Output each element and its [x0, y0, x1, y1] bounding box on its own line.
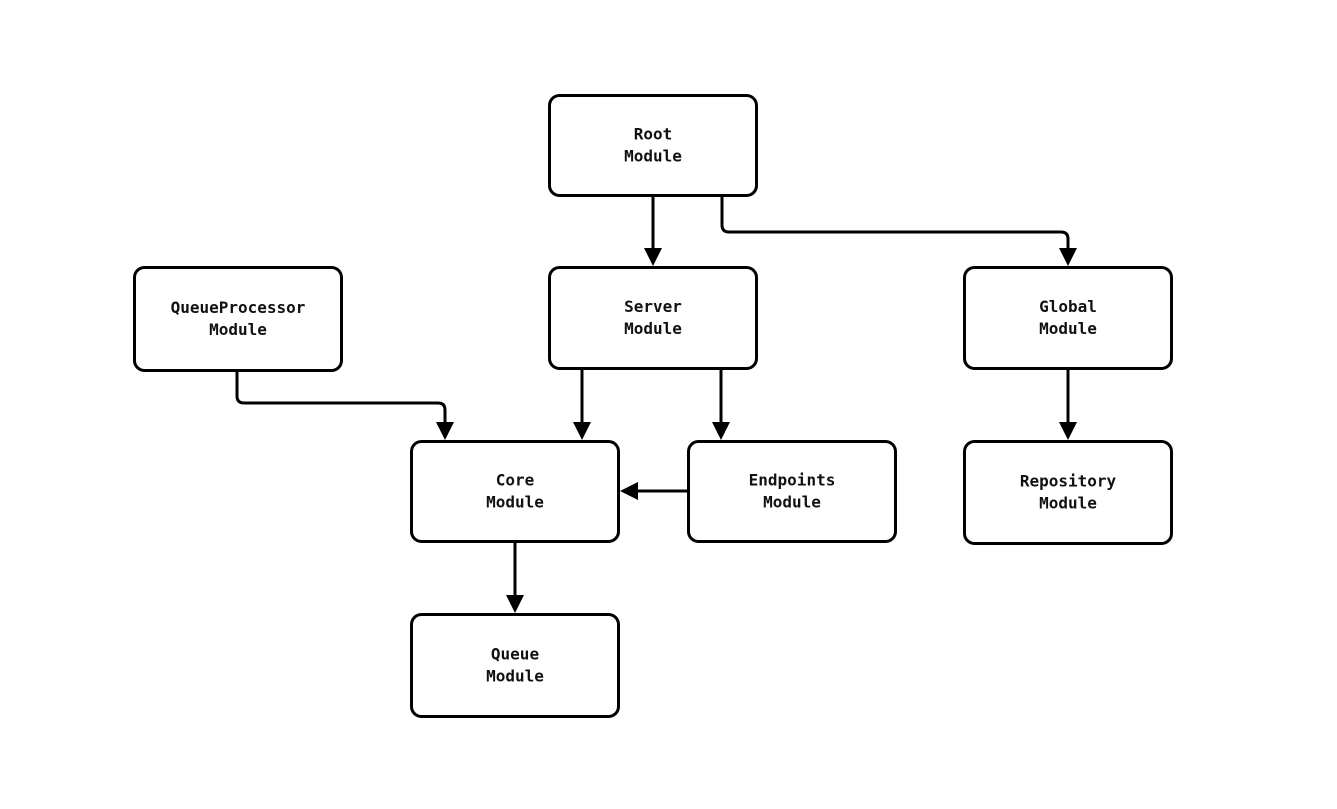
edges-layer — [235, 197, 1077, 613]
node-box[interactable] — [963, 266, 1173, 370]
edge-global-to-repository — [1059, 370, 1077, 440]
node-box[interactable] — [963, 440, 1173, 545]
edge-queueprocessor-to-core — [235, 372, 454, 440]
node-box[interactable] — [410, 613, 620, 718]
node-label-line2: Module — [624, 319, 682, 338]
node-label-line1: Global — [1039, 297, 1097, 316]
node-label-line2: Module — [486, 492, 544, 511]
edge-endpoints-to-core — [620, 482, 687, 500]
node-label-line1: QueueProcessor — [171, 298, 306, 317]
node-label-line1: Server — [624, 297, 682, 316]
node-box[interactable] — [687, 440, 897, 543]
edge-core-to-queue — [506, 543, 524, 613]
arrowhead-icon — [436, 422, 454, 440]
node-box[interactable] — [133, 266, 343, 372]
edge-root-to-global — [720, 197, 1077, 266]
node-label-line2: Module — [763, 492, 821, 511]
node-label-line2: Module — [624, 146, 682, 165]
node-label-line1: Core — [496, 470, 535, 489]
edge-line — [720, 197, 1070, 252]
arrowhead-icon — [1059, 248, 1077, 266]
node-label-line2: Module — [1039, 319, 1097, 338]
node-box[interactable] — [548, 94, 758, 197]
node-label-line1: Queue — [491, 644, 539, 663]
node-label-line2: Module — [209, 320, 267, 339]
edge-server-to-endpoints — [712, 370, 730, 440]
arrowhead-icon — [573, 422, 591, 440]
node-label-line1: Root — [634, 124, 673, 143]
node-label-line2: Module — [1039, 493, 1097, 512]
edge-root-to-server — [644, 197, 662, 266]
edge-line — [235, 372, 447, 426]
arrowhead-icon — [1059, 422, 1077, 440]
arrowhead-icon — [644, 248, 662, 266]
arrowhead-icon — [712, 422, 730, 440]
edge-server-to-core — [573, 370, 591, 440]
node-label-line1: Repository — [1020, 471, 1117, 490]
node-box[interactable] — [548, 266, 758, 370]
node-label-line2: Module — [486, 666, 544, 685]
arrowhead-icon — [620, 482, 638, 500]
node-label-line1: Endpoints — [749, 470, 836, 489]
arrowhead-icon — [506, 595, 524, 613]
node-box[interactable] — [410, 440, 620, 543]
